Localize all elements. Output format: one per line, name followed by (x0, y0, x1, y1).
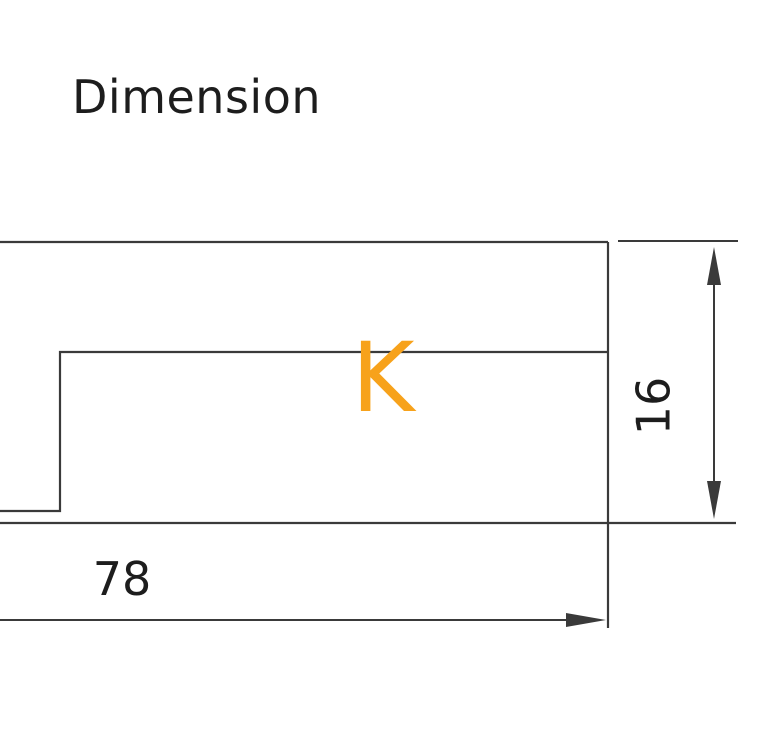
height-arrow-bottom (707, 481, 721, 519)
width-dimension (0, 613, 606, 627)
height-value-label: 16 (627, 377, 681, 436)
profile-step (0, 350, 608, 513)
width-arrow-right (566, 613, 606, 627)
watermark-letter: K (352, 322, 417, 434)
width-value-label: 78 (93, 552, 152, 606)
profile-outline (0, 240, 736, 628)
diagram-title: Dimension (72, 70, 322, 124)
height-arrow-top (707, 247, 721, 285)
height-dimension (618, 240, 738, 519)
